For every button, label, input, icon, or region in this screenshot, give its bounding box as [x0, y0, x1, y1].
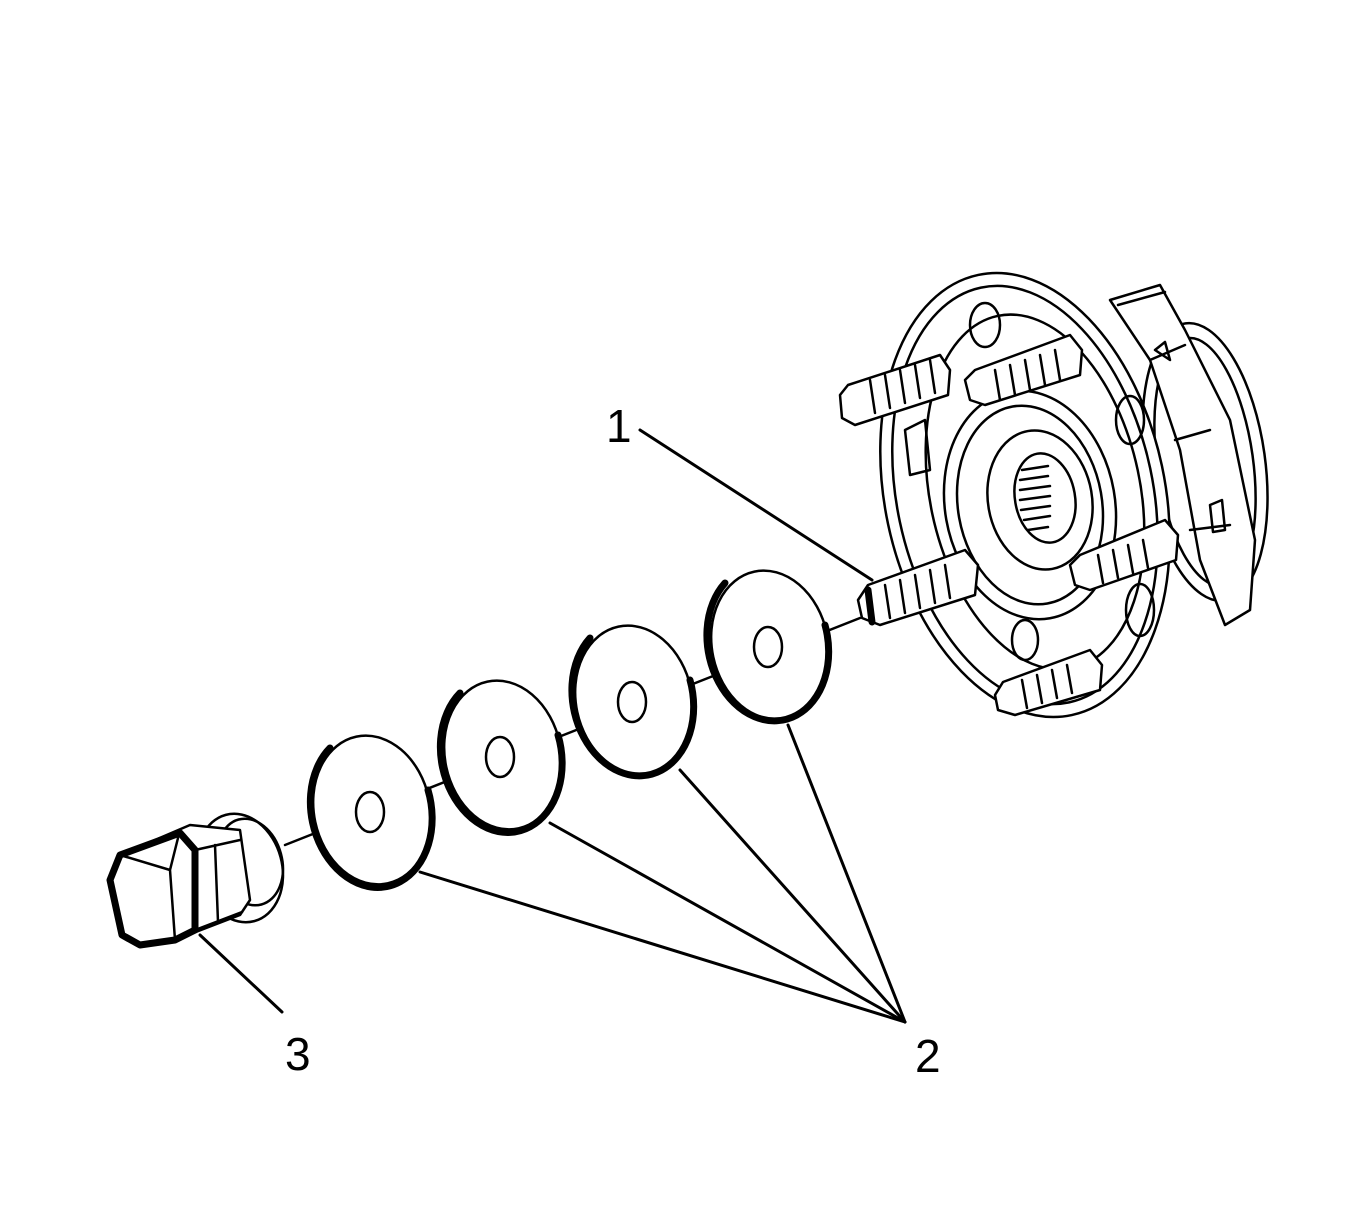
new-wheel-stud: [856, 548, 980, 627]
leader-line-2c: [678, 768, 907, 1024]
washer: [568, 624, 698, 780]
leader-line-3: [198, 933, 284, 1014]
leader-line-2a: [418, 870, 907, 1024]
leader-line-2b: [548, 821, 907, 1024]
washer-stack: [306, 569, 833, 891]
washer: [306, 734, 436, 891]
callout-2: 2: [915, 1030, 941, 1082]
callout-1: 1: [606, 400, 632, 452]
existing-wheel-studs: [838, 333, 1180, 717]
leader-lines: [198, 428, 907, 1024]
washer: [436, 679, 566, 836]
wheel-hub-bearing-assembly: [838, 271, 1269, 719]
washer: [703, 569, 833, 725]
leader-line-1: [638, 428, 874, 582]
callout-3: 3: [285, 1028, 311, 1080]
lug-nut: [106, 812, 285, 949]
leader-line-2d: [786, 723, 907, 1024]
